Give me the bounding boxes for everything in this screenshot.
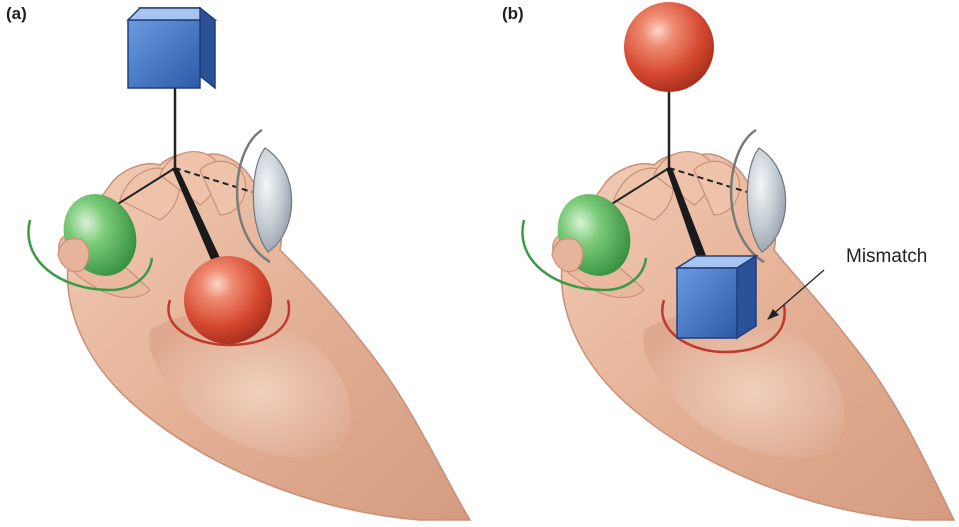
gray-lens-a	[235, 128, 293, 264]
red-ring-a	[167, 299, 291, 347]
green-ring-b	[521, 219, 648, 292]
gray-ring-b	[729, 128, 765, 264]
hand-b	[552, 151, 956, 521]
rod-right-a	[174, 167, 253, 193]
hand-diagram-a	[27, 6, 472, 521]
panel-label-a: (a)	[6, 4, 27, 23]
panel-label-b: (b)	[502, 4, 524, 23]
mismatch-annotation: Mismatch	[767, 246, 927, 320]
panel-b: (b)	[479, 0, 959, 527]
rod-front-a	[172, 168, 222, 262]
panel-a: (a)	[6, 4, 472, 521]
gray-ring-a	[235, 128, 271, 264]
mismatch-label: Mismatch	[846, 246, 927, 267]
green-ring-a	[27, 219, 154, 292]
blue-cube-a	[126, 6, 218, 90]
rod-front-b	[666, 168, 707, 258]
hand-diagram-b: Mismatch	[521, 2, 956, 521]
blue-cube-b	[661, 254, 786, 354]
gray-lens-b	[729, 128, 787, 264]
mismatch-arrow	[770, 269, 825, 317]
rod-right-b	[668, 167, 748, 193]
red-sphere-b	[624, 2, 714, 92]
red-ring-b	[661, 299, 786, 354]
red-sphere-a	[167, 256, 291, 347]
